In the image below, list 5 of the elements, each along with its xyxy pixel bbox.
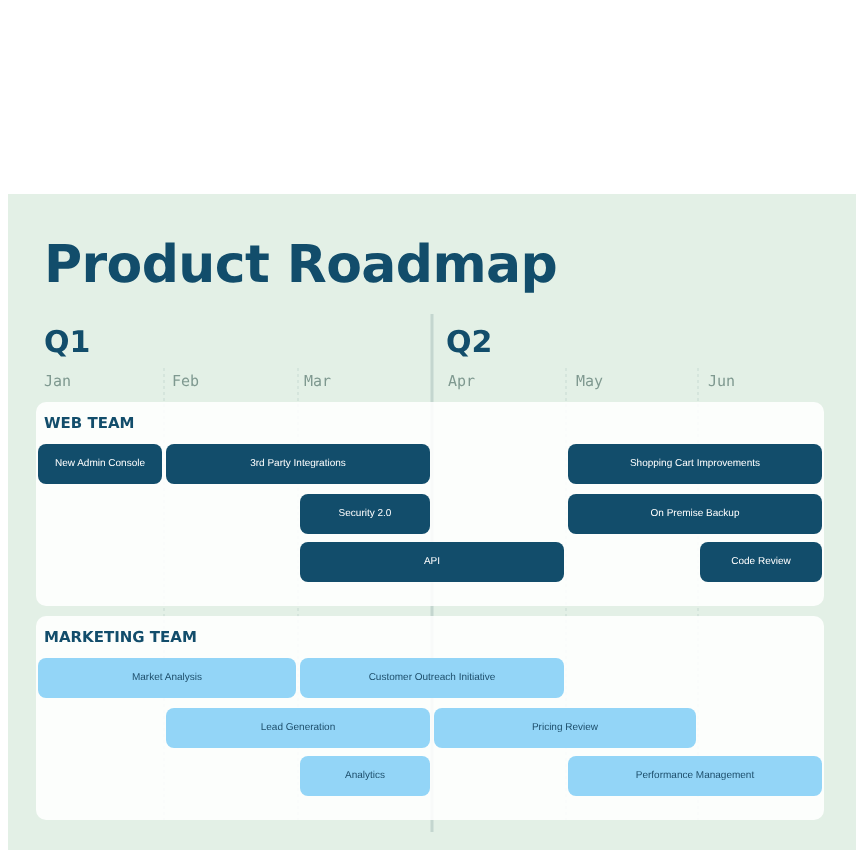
title: Product Roadmap: [44, 236, 558, 296]
team-lane: [36, 402, 824, 606]
quarter-label: Q2: [446, 324, 493, 360]
team-lane: [36, 616, 824, 820]
quarter-label: Q1: [44, 324, 91, 360]
